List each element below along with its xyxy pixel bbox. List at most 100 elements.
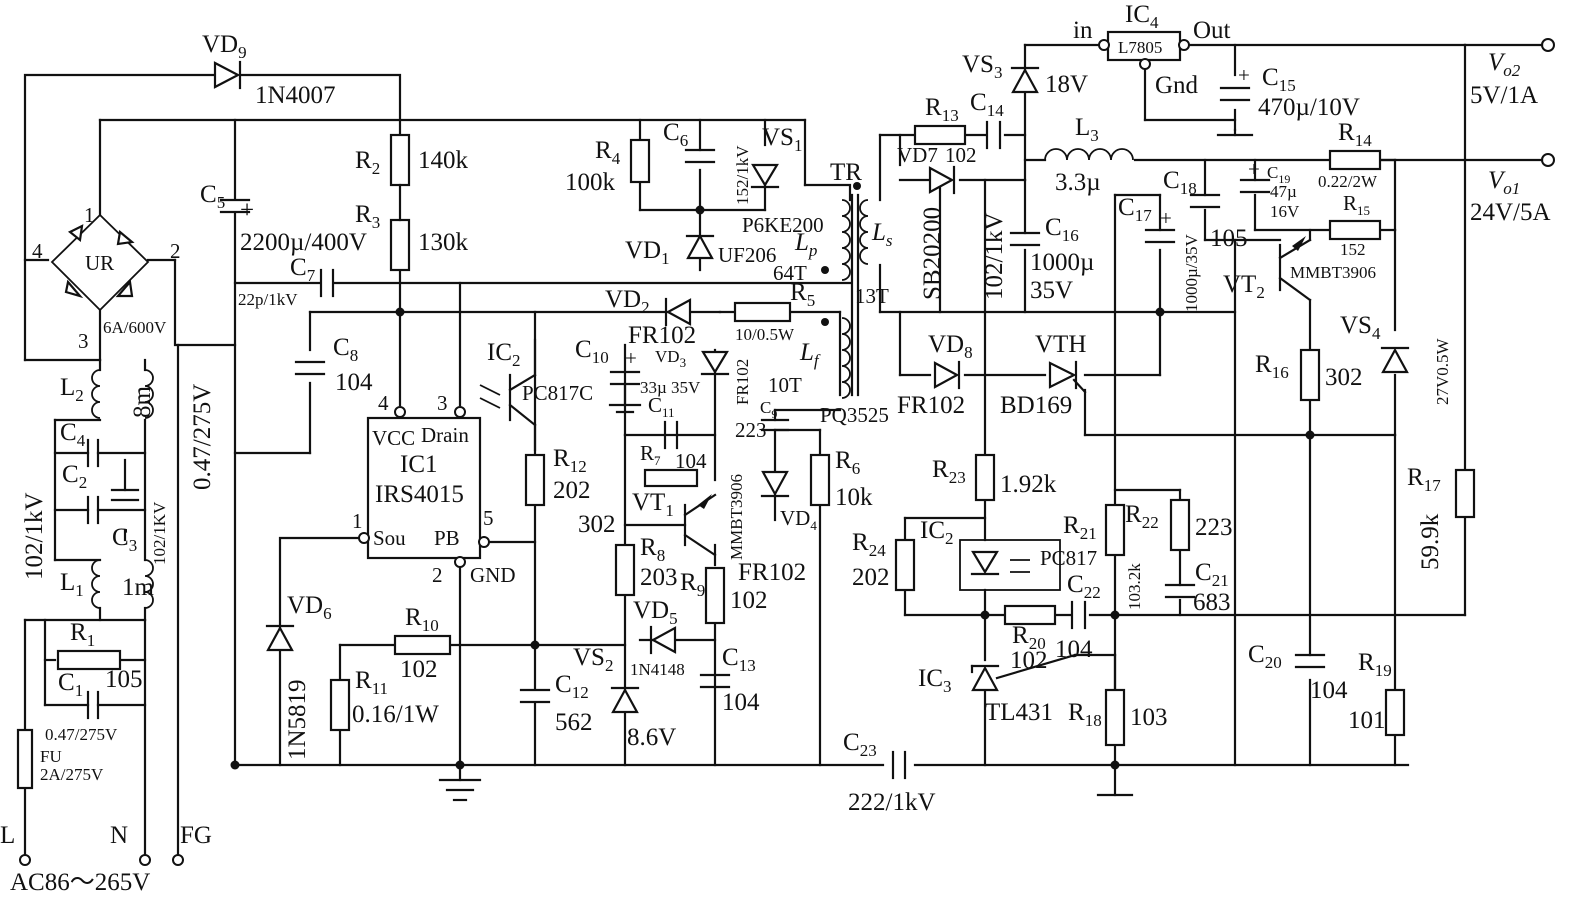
c18-value: 105 bbox=[1210, 225, 1248, 252]
c16-capacitor: C16 1000µ 35V 102/1kV bbox=[981, 213, 1094, 305]
ic1-pin-sou: Sou bbox=[373, 526, 406, 550]
c6-value: 152/1kV bbox=[733, 145, 752, 205]
c19-capacitor: + C19 47µ 16V bbox=[1239, 157, 1300, 221]
c23-value: 222/1kV bbox=[848, 789, 936, 816]
r6-value: 10k bbox=[835, 484, 873, 511]
c21-value: 683 bbox=[1193, 589, 1231, 616]
r13-resistor: R13 bbox=[913, 94, 967, 146]
tr-ref: TR bbox=[830, 159, 862, 186]
r14-resistor: R14 0.22/2W bbox=[1318, 119, 1382, 191]
tr-core: PQ3525 bbox=[820, 403, 889, 427]
vo2-value: 5V/1A bbox=[1470, 82, 1538, 109]
c7-value: 22p/1kV bbox=[238, 290, 298, 309]
svg-text:VD6: VD6 bbox=[287, 592, 332, 623]
ic1-pin-gnd: GND bbox=[470, 563, 516, 587]
c5-value: 2200µ/400V bbox=[240, 229, 367, 256]
svg-text:C18: C18 bbox=[1163, 167, 1197, 198]
vd7-value: SB20200 bbox=[919, 207, 946, 300]
r8-value: 203 bbox=[640, 564, 678, 591]
svg-text:C10: C10 bbox=[575, 336, 609, 367]
r21-value: 103.2k bbox=[1125, 563, 1144, 610]
svg-text:IC4: IC4 bbox=[1125, 1, 1159, 32]
c15-capacitor: + C15 470µ/10V bbox=[1219, 63, 1360, 121]
svg-text:VD9: VD9 bbox=[202, 31, 247, 62]
r20-value: 102 bbox=[1010, 647, 1048, 674]
ground-symbol bbox=[438, 128, 1254, 802]
ic1-ref: IC1 bbox=[400, 451, 438, 478]
ic2-led: IC2 PC817 bbox=[920, 517, 1097, 591]
svg-text:+: + bbox=[1160, 206, 1172, 230]
c3-value: 102/1KV bbox=[150, 501, 169, 565]
svg-text:R7: R7 bbox=[640, 441, 661, 468]
ic4-out: Out bbox=[1193, 17, 1231, 44]
svg-text:VS1: VS1 bbox=[762, 124, 802, 155]
svg-text:VD5: VD5 bbox=[633, 597, 678, 628]
vd8-diode: VD8 FR102 bbox=[897, 331, 973, 419]
svg-text:C21: C21 bbox=[1195, 559, 1229, 590]
ic4-regulator: IC4 L7805 in Out Gnd bbox=[1073, 1, 1231, 99]
output-terminals: Vo2 5V/1A Vo1 24V/5A bbox=[1463, 38, 1555, 226]
vth-thyristor: VTH BD169 bbox=[1000, 331, 1087, 419]
svg-text:IC3: IC3 bbox=[918, 665, 952, 696]
r10-value: 102 bbox=[400, 656, 438, 683]
svg-text:R8: R8 bbox=[640, 534, 665, 565]
svg-text:C15: C15 bbox=[1262, 64, 1296, 95]
r11-resistor: R11 0.16/1W bbox=[329, 667, 439, 732]
svg-text:Vo1: Vo1 bbox=[1488, 167, 1520, 198]
svg-text:R6: R6 bbox=[835, 447, 860, 478]
transformer-tr: TR 64T 13T 10T PQ3525 Lp Ls Lf bbox=[768, 159, 893, 427]
c1-value: 0.47/275V bbox=[45, 725, 118, 744]
c17-value: 1000µ/35V bbox=[1182, 233, 1201, 312]
svg-text:VD7: VD7 bbox=[897, 143, 938, 167]
svg-text:C16: C16 bbox=[1045, 214, 1079, 245]
c3-capacitor: C3 102/1KV bbox=[110, 488, 169, 565]
r9-value: 102 bbox=[730, 587, 768, 614]
svg-text:R21: R21 bbox=[1063, 512, 1097, 543]
svg-text:R19: R19 bbox=[1358, 649, 1392, 680]
svg-text:+: + bbox=[625, 346, 637, 370]
vd9-diode: VD9 1N4007 bbox=[202, 31, 336, 109]
c9-capacitor: C9 223 bbox=[735, 398, 790, 442]
r23-value: 1.92k bbox=[1000, 471, 1057, 498]
ic4-part: L7805 bbox=[1118, 38, 1162, 57]
vth-ref: VTH bbox=[1035, 331, 1086, 358]
input-range-label: AC86～265V bbox=[10, 869, 150, 896]
svg-text:Ls: Ls bbox=[871, 219, 893, 250]
r24-value: 202 bbox=[852, 564, 890, 591]
c13-capacitor: C13 104 bbox=[699, 644, 760, 716]
r8-resistor: R8 203 bbox=[614, 534, 678, 597]
svg-text:IC2: IC2 bbox=[920, 517, 954, 548]
r7-resistor: R7 302 bbox=[578, 441, 699, 538]
c16-v1: 1000µ bbox=[1030, 249, 1094, 276]
wires bbox=[23, 43, 1467, 857]
vd8-value: FR102 bbox=[897, 392, 965, 419]
svg-text:C5: C5 bbox=[200, 181, 225, 212]
svg-text:5: 5 bbox=[483, 506, 494, 530]
c12-capacitor: C12 562 bbox=[519, 671, 593, 736]
svg-text:L1: L1 bbox=[60, 569, 84, 600]
svg-text:R24: R24 bbox=[852, 529, 886, 560]
svg-text:C3: C3 bbox=[112, 524, 137, 555]
svg-text:R9: R9 bbox=[680, 569, 705, 600]
svg-text:C8: C8 bbox=[333, 334, 358, 365]
svg-text:VD8: VD8 bbox=[928, 331, 973, 362]
svg-text:R14: R14 bbox=[1338, 119, 1372, 150]
svg-text:R1: R1 bbox=[70, 619, 95, 650]
r1-resistor: R1 105 bbox=[56, 619, 143, 693]
svg-text:R10: R10 bbox=[405, 604, 439, 635]
svg-text:R17: R17 bbox=[1407, 464, 1441, 495]
svg-text:C20: C20 bbox=[1248, 641, 1282, 672]
svg-text:C12: C12 bbox=[555, 671, 589, 702]
svg-text:R2: R2 bbox=[355, 147, 380, 178]
svg-text:VT2: VT2 bbox=[1223, 271, 1265, 302]
vd7-diode: VD7 SB20200 bbox=[897, 143, 956, 300]
l2-choke: L2 8m bbox=[60, 369, 156, 419]
r14-value: 0.22/2W bbox=[1318, 172, 1378, 191]
vd6-value: 1N5819 bbox=[284, 679, 311, 760]
vd2-value: FR102 bbox=[628, 322, 696, 349]
svg-text:1: 1 bbox=[84, 203, 95, 227]
r18-resistor: R18 103 bbox=[1068, 688, 1168, 747]
r7-value: 302 bbox=[578, 511, 616, 538]
input-fg-label: FG bbox=[180, 822, 212, 849]
